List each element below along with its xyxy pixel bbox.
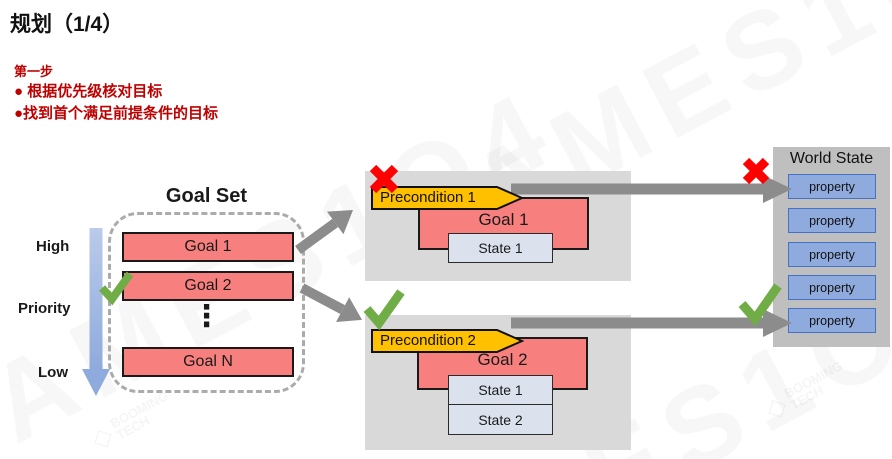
diamond-logo-icon: ◇ <box>85 418 118 455</box>
accept-check-icon <box>738 283 782 327</box>
world-state-property: property <box>788 174 876 199</box>
precondition1-banner: Precondition 1 <box>371 186 525 210</box>
candidate2-state2-box: State 2 <box>448 404 553 435</box>
precondition1-label: Precondition 1 <box>380 189 476 206</box>
candidate2-state1-box: State 1 <box>448 375 553 405</box>
goal-set-title: Goal Set <box>165 185 248 207</box>
arrow-goal1-to-precondition1 <box>295 210 354 255</box>
candidate1-state-box: State 1 <box>448 233 553 263</box>
step-bullet: ● 根据优先级核对目标 <box>14 83 163 100</box>
world-state-panel: World State property property property p… <box>773 147 890 347</box>
step-bullet: ●找到首个满足前提条件的目标 <box>14 105 219 122</box>
world-state-property: property <box>788 208 876 233</box>
goal-item: Goal 1 <box>122 232 294 262</box>
goal-item: Goal N <box>122 347 294 377</box>
world-state-property: property <box>788 242 876 267</box>
world-state-title: World State <box>789 150 874 167</box>
precondition2-label: Precondition 2 <box>380 332 476 349</box>
arrow-precondition2-to-worldstate <box>511 309 792 337</box>
priority-arrow-icon <box>82 228 110 396</box>
selected-goal-check-icon <box>99 271 134 306</box>
arrow-goal2-to-precondition2 <box>299 283 363 322</box>
accept-check-icon <box>363 289 405 331</box>
reject-x-icon <box>742 157 770 185</box>
reject-x-icon <box>369 164 399 194</box>
world-state-property: property <box>788 275 876 300</box>
goal-set-container <box>108 212 305 393</box>
priority-label: Priority <box>18 300 71 317</box>
page-title: 规划（1/4） <box>10 13 124 36</box>
precondition2-banner: Precondition 2 <box>371 329 525 353</box>
priority-high-label: High <box>36 238 70 255</box>
step-heading: 第一步 <box>14 64 54 79</box>
diamond-logo-icon: ◇ <box>759 388 792 425</box>
goal-item: Goal 2 <box>122 271 294 301</box>
arrow-precondition1-to-worldstate <box>511 175 792 203</box>
priority-low-label: Low <box>38 364 68 381</box>
world-state-property: property <box>788 308 876 333</box>
goals-ellipsis: ⋮ <box>191 300 222 333</box>
